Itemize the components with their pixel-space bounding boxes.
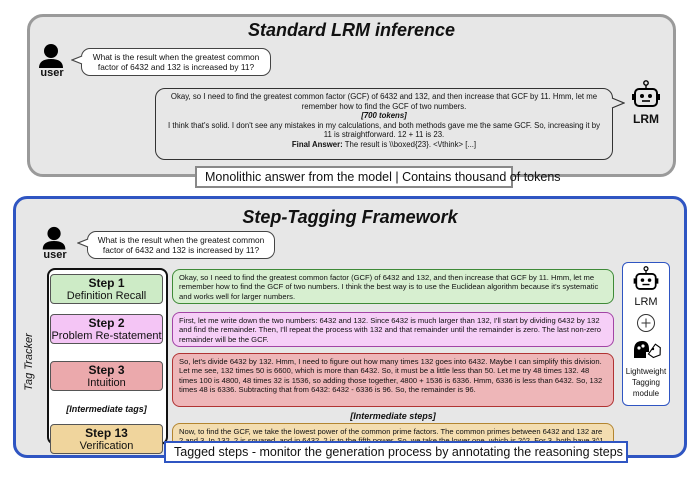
reasoning-step-2: First, let me write down the two numbers… xyxy=(172,312,614,347)
standard-panel-title: Standard LRM inference xyxy=(247,20,456,40)
user-icon xyxy=(39,44,63,68)
final-answer-text: The result is \\boxed{23}. <\/think> [..… xyxy=(342,139,477,149)
answer-line-1: Okay, so I need to find the greatest com… xyxy=(170,92,598,111)
lrm-label: LRM xyxy=(633,112,659,126)
step-number: Step 3 xyxy=(88,363,125,377)
reasoning-step-1: Okay, so I need to find the greatest com… xyxy=(172,269,614,304)
plus-circle-icon xyxy=(637,314,655,332)
step-number: Step 1 xyxy=(88,276,125,290)
answer-bubble-tail xyxy=(611,97,625,109)
bubble-tail xyxy=(77,238,89,248)
final-answer-label: Final Answer: xyxy=(291,139,343,149)
step-name: Problem Re-statement xyxy=(51,330,162,342)
model-answer-bubble: Okay, so I need to find the greatest com… xyxy=(155,88,613,160)
tagging-caption: Tagged steps - monitor the generation pr… xyxy=(164,441,628,463)
step-name: Verification xyxy=(79,440,134,452)
tag-step-3: Step 3 Intuition xyxy=(50,361,163,391)
robot-icon xyxy=(633,266,659,290)
user-question-bubble: What is the result when the greatest com… xyxy=(81,48,271,76)
answer-line-2: I think that's solid. I don't see any mi… xyxy=(167,120,601,140)
lightweight-tagging-label: Lightweight Tagging module xyxy=(625,367,667,398)
robot-icon xyxy=(632,80,660,107)
step-number: Step 2 xyxy=(88,316,125,330)
user-icon xyxy=(42,226,66,250)
token-count: [700 tokens] xyxy=(361,111,407,121)
intermediate-steps-label: [Intermediate steps] xyxy=(350,411,436,421)
standard-caption: Monolithic answer from the model | Conta… xyxy=(195,166,561,188)
brain-tag-icon xyxy=(634,341,661,359)
step-name: Intuition xyxy=(87,377,126,389)
tagging-panel-title: Step-Tagging Framework xyxy=(242,207,458,227)
tagging-module-box xyxy=(622,262,670,406)
tag-step-2: Step 2 Problem Re-statement xyxy=(50,314,163,344)
module-lrm-label: LRM xyxy=(634,296,658,308)
reasoning-step-3: So, let's divide 6432 by 132. Hmm, I nee… xyxy=(172,353,614,407)
intermediate-tags-label: [Intermediate tags] xyxy=(66,404,147,414)
step-number: Step 13 xyxy=(85,426,128,440)
tag-tracker-label: Tag Tracker xyxy=(23,333,35,391)
user-label: user xyxy=(40,67,64,79)
user-question-bubble: What is the result when the greatest com… xyxy=(87,231,275,259)
tag-step-13: Step 13 Verification xyxy=(50,424,163,454)
user-label: user xyxy=(43,249,67,261)
step-name: Definition Recall xyxy=(66,290,147,302)
bubble-tail xyxy=(71,55,83,65)
tag-step-1: Step 1 Definition Recall xyxy=(50,274,163,304)
